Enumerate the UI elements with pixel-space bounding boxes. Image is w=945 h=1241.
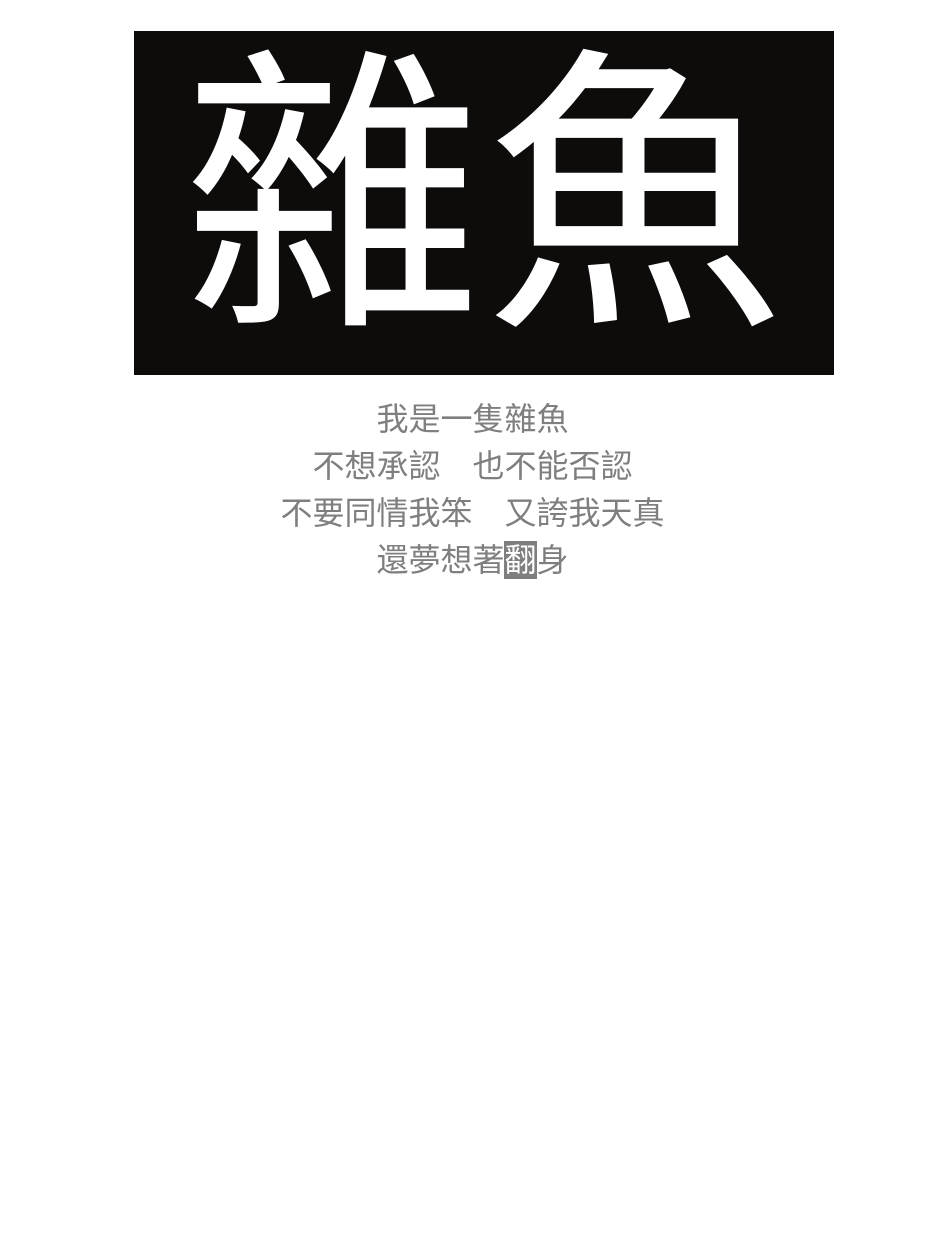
poem-line-1: 我是一隻雜魚: [376, 400, 569, 438]
poem-line-4: 還夢想著翻身: [0, 537, 945, 584]
banner-title: 雜魚: [182, 24, 786, 373]
poem-line-4-after: 身: [536, 541, 569, 579]
poem-line-3: 不要同情我笨 又誇我天真: [280, 494, 665, 532]
poem-block: 我是一隻雜魚 不想承認 也不能否認 不要同情我笨 又誇我天真 還夢想著翻身: [0, 396, 945, 584]
poem-line-4-before: 還夢想著: [376, 541, 505, 579]
highlighted-character: 翻: [504, 541, 537, 579]
poem-line-2: 不想承認 也不能否認: [312, 447, 633, 485]
title-banner: 雜魚: [134, 31, 834, 375]
